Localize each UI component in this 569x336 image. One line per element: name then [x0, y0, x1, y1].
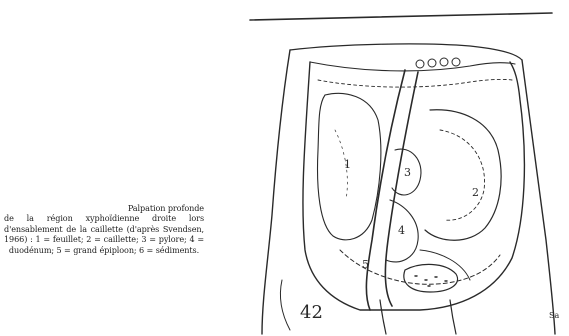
vertebra-2 — [428, 59, 436, 67]
left-mark — [280, 280, 290, 330]
sediments — [404, 264, 458, 292]
label-5: 5 — [362, 258, 369, 271]
caption-text: de la région xyphoïdienne droite lors d'… — [4, 213, 204, 255]
abomasum-dashed — [440, 130, 485, 220]
body-outline-left — [262, 50, 290, 334]
top-rule — [250, 13, 552, 20]
vertebra-4 — [452, 58, 460, 66]
figure-caption: Palpation profonde de la région xyphoïdi… — [4, 203, 204, 255]
arm-inner — [385, 72, 418, 306]
vertebra-3 — [440, 58, 448, 66]
abdominal-wall-rear — [303, 62, 524, 310]
rib-arch — [310, 62, 515, 71]
vertebra-1 — [416, 60, 424, 68]
label-2: 2 — [472, 186, 479, 199]
caption-title: Palpation profonde — [4, 203, 204, 213]
label-42: 42 — [300, 302, 323, 323]
label-3: 3 — [404, 166, 411, 179]
abomasum-outline — [425, 110, 501, 240]
body-outline-right — [522, 60, 555, 334]
leg-left — [380, 300, 386, 334]
corner-mark: Sa — [549, 311, 559, 320]
body-outline-top — [290, 44, 522, 60]
label-1: 1 — [344, 158, 351, 171]
label-4: 4 — [398, 224, 405, 237]
